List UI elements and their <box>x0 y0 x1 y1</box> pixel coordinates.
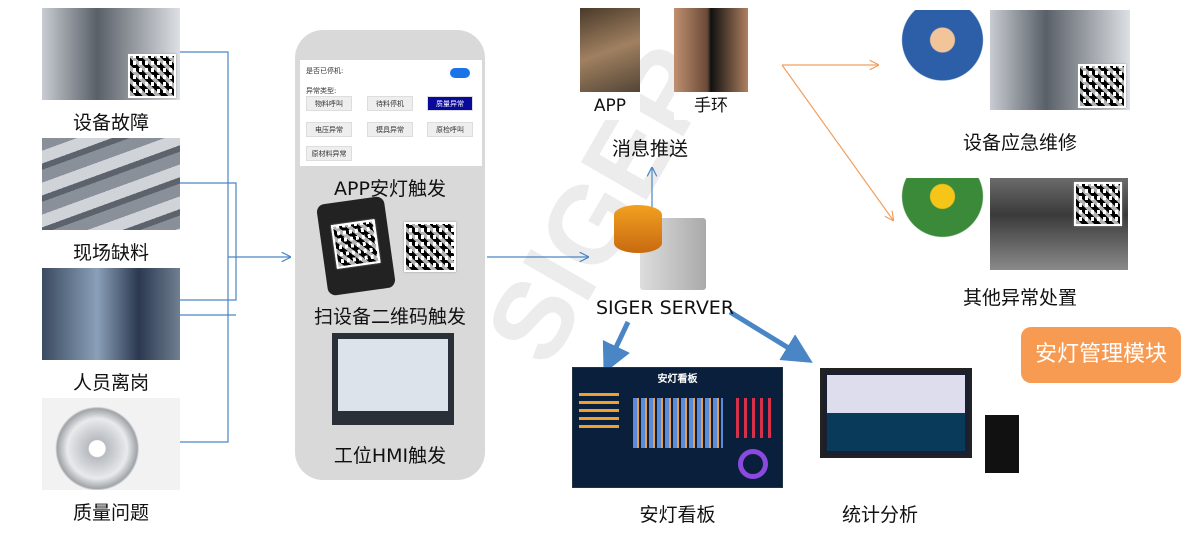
method-label: 工位HMI触发 <box>333 445 447 467</box>
production-line-image <box>990 178 1128 270</box>
app-form-screenshot: 是否已停机: 异常类型: 物料呼叫 待料停机 质量异常 电压异常 模具异常 原检… <box>300 60 482 166</box>
chip[interactable]: 待料停机 <box>367 96 413 111</box>
material-shortage-image <box>42 138 180 230</box>
shutdown-label: 是否已停机: <box>306 67 344 75</box>
wristband-image: 手环 <box>674 8 748 120</box>
trigger-label: 现场缺料 <box>72 242 149 264</box>
other-label: 其他异常处置 <box>962 287 1077 309</box>
band-label: 手环 <box>674 92 748 120</box>
method-label: 扫设备二维码触发 <box>313 306 466 328</box>
qr-code-icon <box>1078 64 1126 108</box>
repair-label: 设备应急维修 <box>962 132 1077 154</box>
monitors-image <box>820 368 972 458</box>
database-icon <box>614 205 662 253</box>
chip[interactable]: 物料呼叫 <box>306 96 352 111</box>
chip[interactable]: 原材料异常 <box>306 146 352 161</box>
machine-fault-image <box>42 8 180 100</box>
chip[interactable]: 模具异常 <box>367 122 413 137</box>
stats-label: 统计分析 <box>841 504 918 526</box>
module-badge: 安灯管理模块 <box>1021 327 1181 383</box>
qr-code-icon <box>1074 182 1122 226</box>
qr-code-icon <box>404 222 456 272</box>
phone-app-image: APP <box>580 8 640 120</box>
chip-selected[interactable]: 质量异常 <box>427 96 473 111</box>
repair-worker-image <box>895 10 990 110</box>
method-label: APP安灯触发 <box>334 178 446 200</box>
andon-dashboard-image: 安灯看板 <box>572 367 783 488</box>
dashboard-label: 安灯看板 <box>639 504 716 526</box>
operator-absence-image <box>42 268 180 360</box>
quality-issue-image <box>42 398 180 490</box>
push-label: 消息推送 <box>611 138 688 160</box>
chip[interactable]: 电压异常 <box>306 122 352 137</box>
shutdown-toggle[interactable] <box>450 68 470 78</box>
app-label: APP <box>580 92 640 120</box>
trigger-label: 人员离岗 <box>72 372 149 394</box>
server-label: SIGER SERVER <box>595 297 735 319</box>
hmi-terminal-image <box>332 333 454 425</box>
machine-image <box>990 10 1130 110</box>
phone-scan-image <box>315 195 397 297</box>
trigger-label: 质量问题 <box>72 502 149 524</box>
type-label: 异常类型: <box>306 87 337 95</box>
worker-image <box>895 178 990 270</box>
chip[interactable]: 原检呼叫 <box>427 122 473 137</box>
qr-code-icon <box>128 54 176 98</box>
dashboard-title: 安灯看板 <box>657 374 698 385</box>
pc-tower-image <box>985 415 1019 473</box>
trigger-label: 设备故障 <box>72 112 149 134</box>
